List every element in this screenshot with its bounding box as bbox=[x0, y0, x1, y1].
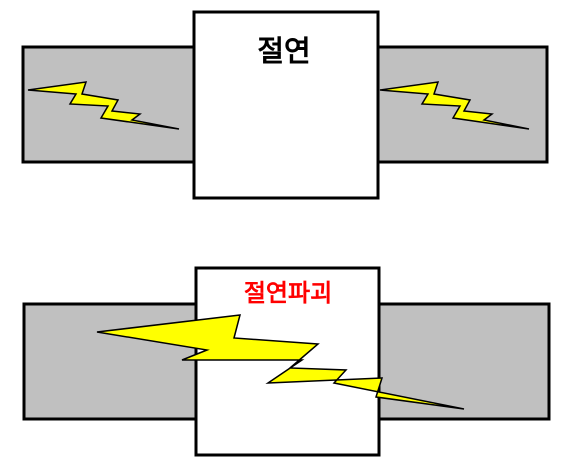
bottom-insulator-label: 절연파괴 bbox=[244, 279, 332, 307]
bottom-insulator-block bbox=[194, 266, 381, 457]
breakdown-lightning-icon bbox=[96, 314, 465, 410]
bottom-left-conductor-block bbox=[22, 302, 200, 421]
top-insulator-label: 절연 bbox=[257, 34, 310, 68]
top-left-lightning-icon bbox=[27, 81, 180, 130]
top-insulator-block bbox=[192, 10, 380, 200]
top-right-lightning-icon bbox=[379, 81, 530, 130]
breakdown-panel: 절연파괴 bbox=[22, 266, 551, 457]
insulation-panel: 절연 bbox=[21, 10, 549, 200]
bottom-right-conductor-block bbox=[375, 302, 551, 421]
